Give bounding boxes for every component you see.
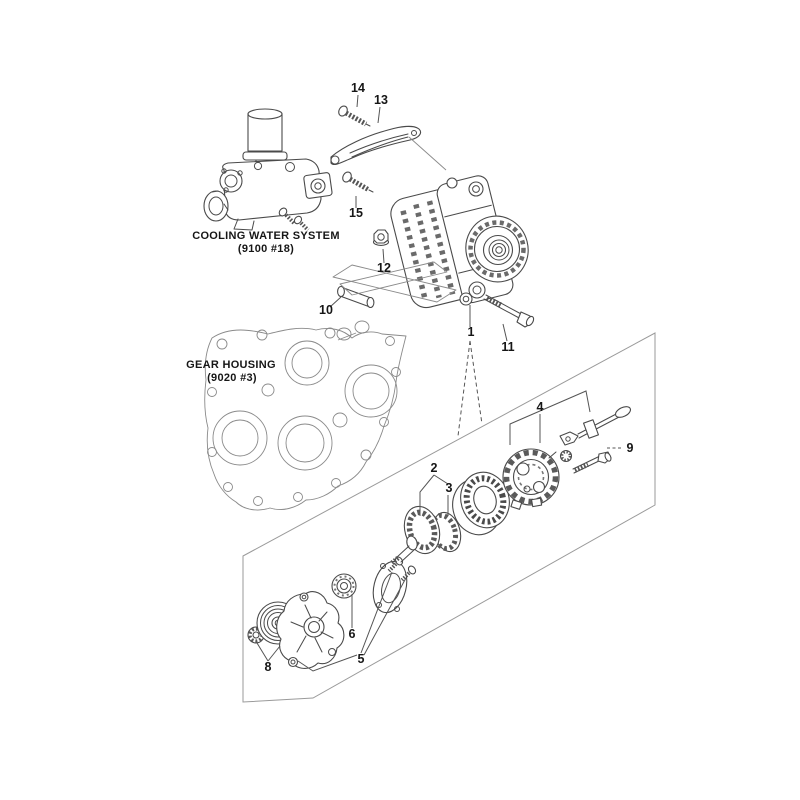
callout-3: 3 [446, 481, 453, 495]
terminal-bolt-drawing [559, 406, 632, 474]
valve-stud-icon [278, 207, 310, 232]
callout-5: 5 [358, 652, 365, 666]
callout-11: 11 [501, 340, 514, 354]
section-labels: COOLING WATER SYSTEM (9100 #18) GEAR HOU… [186, 230, 340, 384]
gear-housing-ref: (9020 #3) [207, 372, 257, 384]
adjusting-link-drawing [330, 125, 447, 171]
alternator-assembly-drawing [390, 175, 529, 309]
stator-drawing [452, 471, 510, 536]
bolt-11-drawing [483, 294, 535, 328]
mounting-plate-drawing [332, 261, 457, 303]
rotor-drawing [390, 505, 462, 565]
callout-9: 9 [627, 441, 634, 455]
cooling-water-system-label: COOLING WATER SYSTEM [192, 230, 340, 242]
callout-10: 10 [319, 303, 333, 317]
bearing-drawing [331, 573, 357, 599]
rear-housing-drawing [502, 448, 560, 510]
spacer-10-drawing [337, 285, 375, 309]
callout-6: 6 [349, 627, 356, 641]
callout-15: 15 [349, 206, 363, 220]
callout-14: 14 [351, 81, 365, 95]
cooling-water-valve-drawing [203, 108, 333, 232]
exploded-view-boundary [242, 332, 656, 703]
callout-13: 13 [374, 93, 388, 107]
gear-housing-drawing [204, 320, 407, 511]
nut-12-drawing [372, 229, 390, 246]
callout-numbers: 14 13 15 12 10 1 11 2 3 4 9 6 5 8 [265, 81, 634, 674]
callout-4: 4 [537, 400, 544, 414]
callout-1: 1 [468, 325, 475, 339]
callout-12: 12 [377, 261, 391, 275]
cooling-water-system-ref: (9100 #18) [238, 243, 294, 255]
bolt-14-drawing [338, 105, 371, 127]
callout-2: 2 [431, 461, 438, 475]
front-bracket-drawing [276, 591, 345, 669]
leader-lines [256, 94, 622, 672]
callout-8: 8 [265, 660, 272, 674]
gear-housing-label: GEAR HOUSING [186, 359, 276, 371]
bolt-15-drawing [342, 171, 374, 193]
